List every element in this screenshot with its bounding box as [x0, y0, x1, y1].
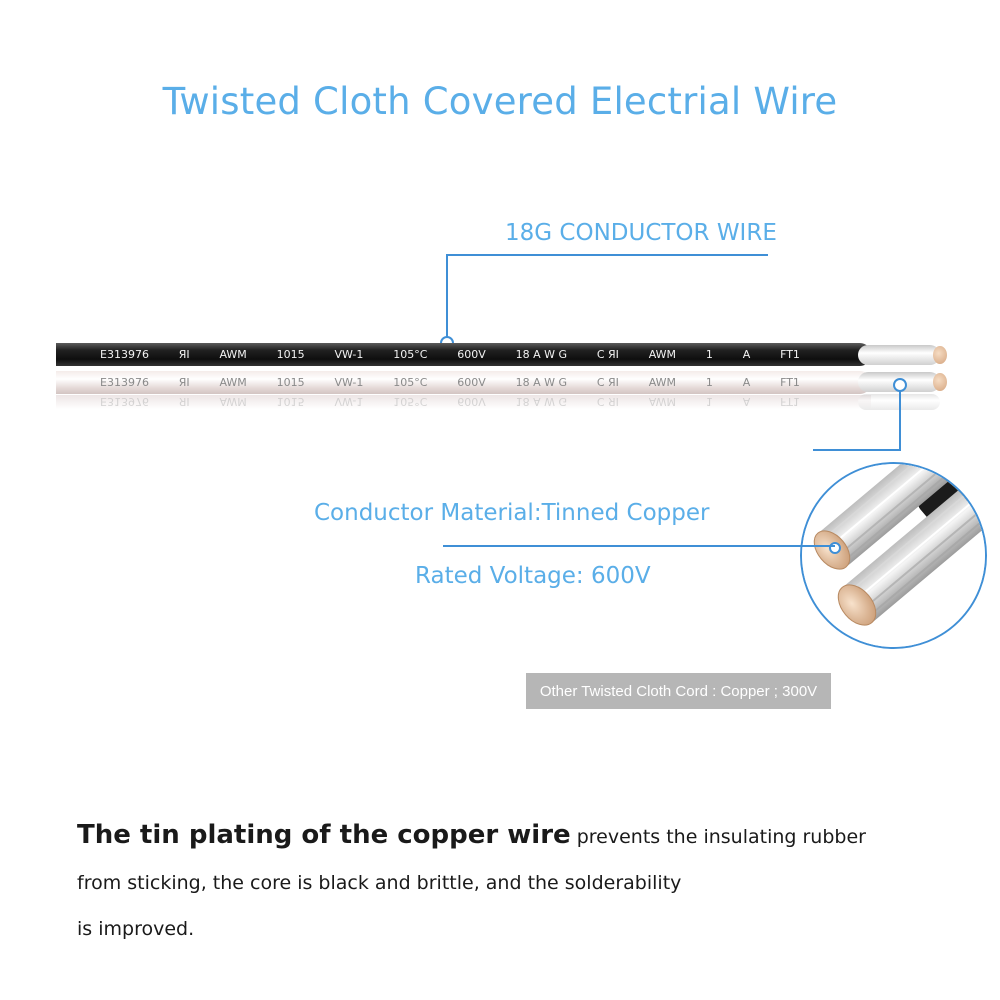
black-wire — [56, 343, 871, 366]
wire-print-token: AWM — [648, 395, 677, 409]
wire-print-token: 1 — [705, 348, 713, 361]
wire-print-token: E313976 — [100, 395, 149, 409]
conductor-zoom-view — [800, 462, 987, 649]
wire-print-token: A — [742, 376, 751, 389]
description: The tin plating of the copper wire preve… — [77, 812, 937, 952]
conductor-material-label: Conductor Material:Tinned Copper — [314, 500, 710, 526]
wire-print-token: AWM — [648, 376, 677, 389]
wire-print-token: E313976 — [100, 376, 149, 389]
description-line1: prevents the insulating rubber — [570, 826, 866, 848]
zoomed-strands-illustration — [802, 464, 985, 647]
other-cord-note: Other Twisted Cloth Cord : Copper ; 300V — [526, 673, 831, 709]
conductor-wire-leader-v — [446, 254, 448, 340]
strip-leader-v — [899, 390, 901, 450]
wire-print-token: 1 — [705, 395, 713, 409]
black-wire-print: E313976 ЯI AWM 1015 VW-1 105°C 600V 18 A W G C Я… — [100, 343, 800, 366]
wire-print-token: VW-1 — [334, 376, 364, 389]
white-wire-print: E313976 ЯI AWM 1015 VW-1 105°C 600V 18 A W G C Я… — [100, 371, 800, 394]
rated-voltage-label: Rated Voltage: 600V — [415, 563, 651, 589]
wire-print-token: 600V — [457, 348, 486, 361]
wire-print-token: C ЯI — [596, 376, 619, 389]
wire-print-token: VW-1 — [334, 348, 364, 361]
conductor-wire-leader-h — [446, 254, 768, 256]
black-wire-copper-tip — [933, 346, 947, 364]
wire-print-token: 18 A W G — [515, 395, 568, 409]
wire-print-token: AWM — [648, 348, 677, 361]
wire-print-token: FT1 — [780, 376, 800, 389]
white-wire-copper-tip — [933, 373, 947, 391]
wire-print-token: 105°C — [393, 395, 428, 409]
wire-print-token: AWM — [219, 376, 247, 389]
wire-print-token: 600V — [457, 376, 486, 389]
wire-print-token: A — [742, 395, 751, 409]
description-bold: The tin plating of the copper wire — [77, 820, 571, 850]
wire-print-token: FT1 — [780, 348, 800, 361]
wire-print-token: AWM — [219, 348, 247, 361]
wire-print-token: C ЯI — [596, 348, 619, 361]
wire-print-token: 105°C — [393, 348, 428, 361]
wire-print-token: 18 A W G — [515, 348, 568, 361]
description-line3: is improved. — [77, 918, 195, 940]
material-leader-line — [443, 545, 835, 547]
wire-print-token: 18 A W G — [515, 376, 568, 389]
wire-print-token: E313976 — [100, 348, 149, 361]
page-title: Twisted Cloth Covered Electrial Wire — [162, 80, 838, 123]
strip-leader-h — [813, 449, 901, 451]
wire-print-token: FT1 — [780, 395, 800, 409]
wire-print-token: ЯI — [178, 395, 190, 409]
black-wire-stripped-end — [858, 345, 940, 365]
wire-print-token: ЯI — [178, 348, 190, 361]
wire-print-token: 1015 — [276, 395, 305, 409]
wire-print-token: VW-1 — [334, 395, 364, 409]
wire-print-token: 105°C — [393, 376, 428, 389]
white-wire — [56, 371, 871, 394]
wire-print-token: A — [742, 348, 751, 361]
wire-print-token: 1015 — [276, 348, 305, 361]
wire-print-token: 600V — [457, 395, 486, 409]
wire-print-token: C ЯI — [596, 395, 619, 409]
wire-print-token: 1 — [705, 376, 713, 389]
wire-reflection — [56, 395, 871, 409]
wire-print-token: 1015 — [276, 376, 305, 389]
description-line2: from sticking, the core is black and bri… — [77, 872, 682, 894]
conductor-wire-label: 18G CONDUCTOR WIRE — [505, 220, 777, 246]
wire-print-token: AWM — [219, 395, 247, 409]
wire-print-reflection: E313976 ЯI AWM 1015 VW-1 105°C 600V 18 A W G C Я… — [100, 394, 800, 410]
wire-print-token: ЯI — [178, 376, 190, 389]
